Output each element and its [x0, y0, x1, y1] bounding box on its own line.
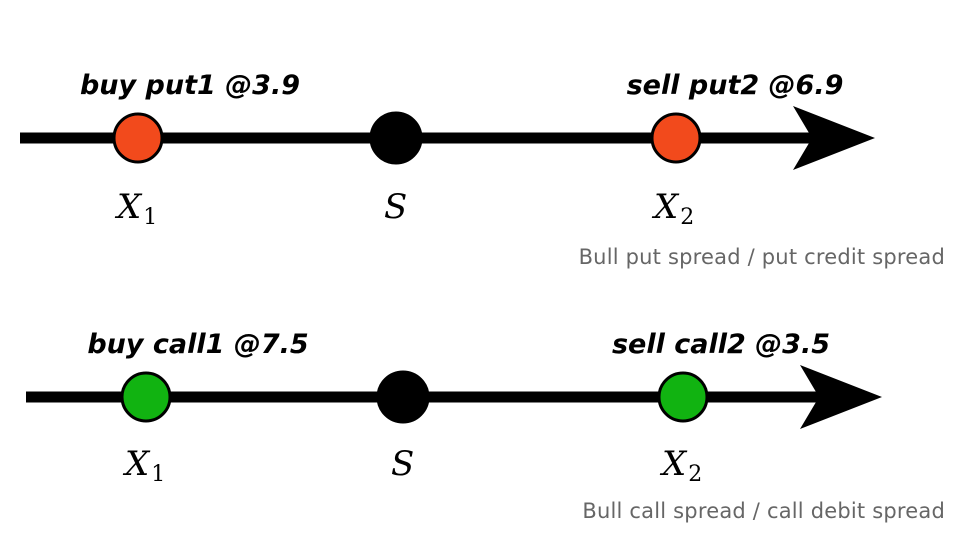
- put-spot-label: S: [384, 187, 407, 227]
- call-price-axis-arrowhead: [800, 365, 882, 429]
- put-price-axis-arrowhead: [793, 106, 875, 170]
- put-sell-label: sell put2 @6.9: [627, 70, 844, 101]
- put-spot-marker: [369, 111, 423, 165]
- put-x2-marker: [650, 112, 702, 164]
- put-spread-group: buy put1 @3.9 sell put2 @6.9 X1 S X2 Bul…: [20, 70, 945, 269]
- call-x1-marker: [120, 371, 172, 423]
- put-spread-caption: Bull put spread / put credit spread: [579, 245, 945, 269]
- put-buy-label: buy put1 @3.9: [80, 70, 300, 101]
- call-sell-label: sell call2 @3.5: [612, 329, 830, 360]
- call-spot-marker: [376, 370, 430, 424]
- call-spot-label: S: [391, 444, 414, 484]
- call-spread-group: buy call1 @7.5 sell call2 @3.5 X1 S X2 B…: [26, 329, 945, 523]
- put-x1-marker: [112, 112, 164, 164]
- call-x2-marker: [657, 371, 709, 423]
- call-x2-strike-label: X2: [659, 444, 702, 487]
- call-x1-strike-label: X1: [122, 444, 165, 487]
- call-spread-caption: Bull call spread / call debit spread: [582, 499, 945, 523]
- put-x2-strike-label: X2: [651, 187, 694, 230]
- put-x1-strike-label: X1: [114, 187, 157, 230]
- call-buy-label: buy call1 @7.5: [87, 329, 308, 360]
